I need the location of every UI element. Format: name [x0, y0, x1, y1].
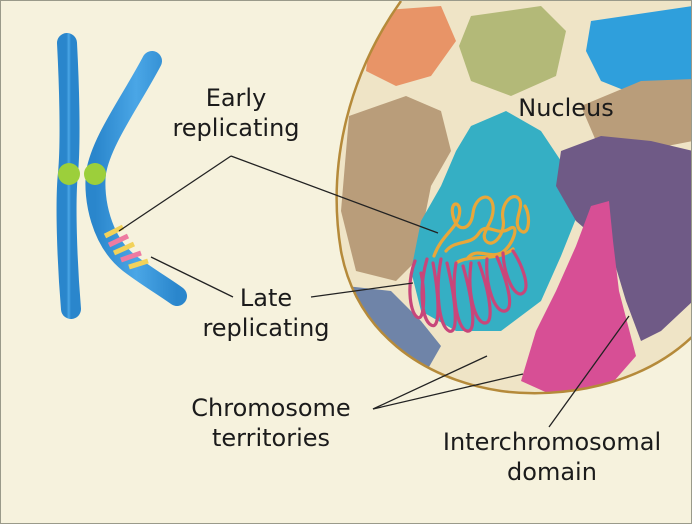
- territory-purple: [556, 136, 691, 341]
- centromere-right: [84, 163, 106, 185]
- early-band-1: [103, 224, 125, 239]
- label-chromosome-territories: Chromosome territories: [171, 393, 371, 453]
- territory-blue: [586, 6, 691, 101]
- leader-early-to-chromosome: [118, 155, 232, 232]
- leader-lines: [118, 155, 630, 428]
- label-territories-line2: territories: [211, 424, 331, 452]
- chromatin-late-replicating: [408, 249, 528, 333]
- territory-orange: [366, 6, 456, 86]
- mitotic-chromosome: [56, 33, 187, 319]
- territory-tan-right: [581, 79, 691, 151]
- late-band-2: [120, 250, 142, 263]
- label-early-line2: replicating: [172, 114, 300, 142]
- chromatid-right: [85, 51, 187, 306]
- leader-territories-1: [372, 355, 488, 410]
- label-territories-line1: Chromosome: [191, 394, 351, 422]
- replication-bands: [103, 224, 149, 270]
- label-early-replicating: Early replicating: [161, 83, 311, 143]
- leader-late-to-nucleus: [310, 282, 414, 298]
- nucleus: [335, 1, 691, 395]
- leader-late-to-chromosome: [150, 256, 234, 298]
- label-early-line1: Early: [205, 84, 267, 112]
- nuclear-envelope: [335, 1, 691, 395]
- label-nucleus: Nucleus: [518, 94, 614, 122]
- label-late-line2: replicating: [202, 314, 330, 342]
- territory-magenta: [521, 201, 636, 394]
- label-late-replicating: Late replicating: [191, 283, 341, 343]
- label-interchrom-line1: Interchromosomal: [442, 428, 662, 456]
- territory-tan-left: [341, 96, 451, 281]
- centromere-left: [58, 163, 80, 185]
- leader-interchromosomal: [548, 315, 630, 428]
- late-band-1: [107, 233, 130, 248]
- early-band-3: [128, 258, 149, 270]
- leader-early-to-nucleus: [230, 155, 439, 234]
- label-interchromosomal-domain: Interchromosomal domain: [421, 427, 683, 487]
- leader-territories-2: [372, 373, 524, 410]
- label-late-line1: Late: [239, 284, 293, 312]
- chromosome-territories-group: [341, 6, 691, 394]
- label-interchrom-line2: domain: [507, 458, 597, 486]
- early-band-2: [112, 241, 136, 256]
- territory-olive: [459, 6, 566, 96]
- chromatin-early-replicating: [432, 195, 531, 265]
